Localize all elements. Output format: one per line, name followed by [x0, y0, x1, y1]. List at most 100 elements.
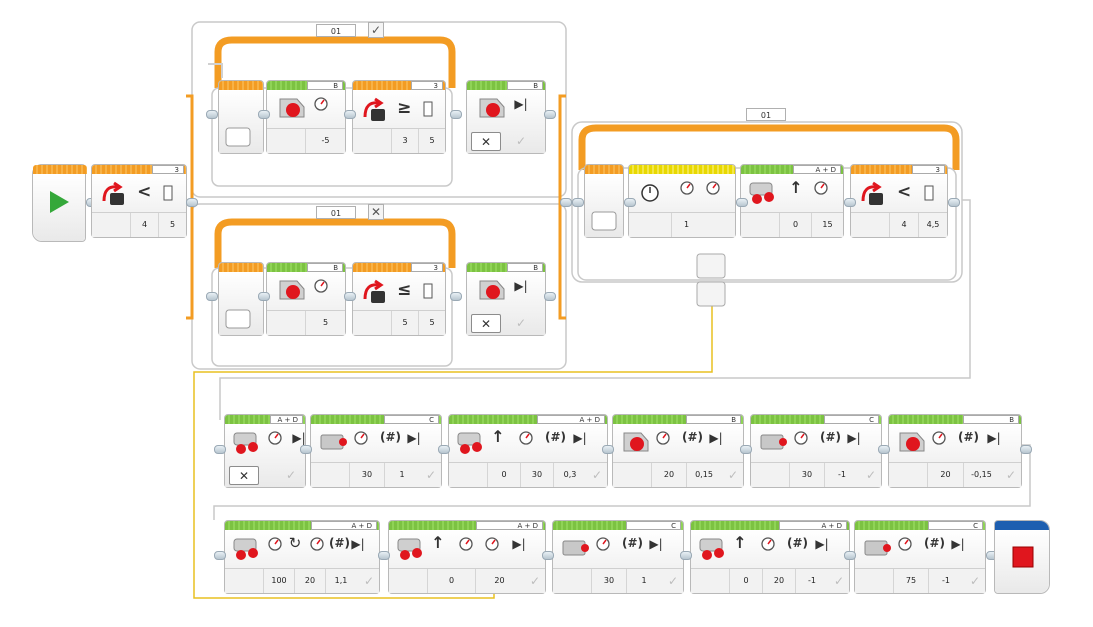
- sequence-connector[interactable]: [844, 198, 856, 207]
- checkmark-icon[interactable]: ✓: [425, 468, 437, 482]
- sequence-connector[interactable]: [736, 198, 748, 207]
- value-field[interactable]: 1: [384, 463, 419, 487]
- large-motor-block[interactable]: B↻-5: [266, 80, 346, 154]
- value-field[interactable]: -5: [305, 129, 345, 153]
- value-field[interactable]: 5: [418, 129, 445, 153]
- case-label[interactable]: 01: [316, 24, 356, 37]
- value-field[interactable]: 5: [305, 311, 345, 335]
- value-field[interactable]: 4: [130, 213, 158, 237]
- sequence-connector[interactable]: [624, 198, 636, 207]
- value-field[interactable]: -1: [824, 463, 859, 487]
- sequence-connector[interactable]: [300, 445, 312, 454]
- medium-motor-block[interactable]: C(#)▶|#301✓: [310, 414, 442, 488]
- sequence-connector[interactable]: [378, 551, 390, 560]
- checkmark-icon[interactable]: ✓: [363, 574, 375, 588]
- value-field[interactable]: 4,5: [918, 213, 947, 237]
- wait-ultrasonic-block[interactable]: 3<Cm44,5: [850, 164, 948, 238]
- medium-motor-block[interactable]: C(#)▶|#30-1✓: [750, 414, 882, 488]
- sequence-connector[interactable]: [544, 110, 556, 119]
- value-field[interactable]: 5: [391, 311, 418, 335]
- port-label[interactable]: B: [686, 415, 741, 424]
- value-field[interactable]: 0: [487, 463, 520, 487]
- start-block[interactable]: [32, 164, 87, 242]
- compare-operator[interactable]: <: [896, 182, 912, 202]
- port-label[interactable]: 3: [152, 165, 184, 174]
- port-label[interactable]: A + D: [311, 521, 377, 530]
- sequence-connector[interactable]: [258, 110, 270, 119]
- wait-ultrasonic-block[interactable]: 3<Cm45: [91, 164, 187, 238]
- sequence-connector[interactable]: [878, 445, 890, 454]
- checkmark-icon[interactable]: ✓: [667, 574, 679, 588]
- medium-motor-block[interactable]: C(#)▶|#75-1✓: [854, 520, 986, 594]
- value-field[interactable]: -0,15: [963, 463, 999, 487]
- value-field[interactable]: 30: [789, 463, 824, 487]
- value-field[interactable]: 30: [349, 463, 384, 487]
- sequence-connector[interactable]: [344, 292, 356, 301]
- port-label[interactable]: 3: [912, 165, 945, 174]
- value-field[interactable]: 20: [475, 569, 523, 593]
- port-label[interactable]: B: [963, 415, 1019, 424]
- value-field[interactable]: 5: [158, 213, 186, 237]
- loop-start-block[interactable]: [584, 164, 624, 238]
- large-motor-stop-block[interactable]: B▶|✕✓: [466, 80, 546, 154]
- value-field[interactable]: 20: [651, 463, 686, 487]
- port-label[interactable]: B: [507, 81, 543, 90]
- sequence-connector[interactable]: [948, 198, 960, 207]
- sequence-connector[interactable]: [542, 551, 554, 560]
- value-field[interactable]: 20: [762, 569, 795, 593]
- checkmark-icon[interactable]: ✓: [285, 468, 297, 482]
- port-label[interactable]: A + D: [779, 521, 847, 530]
- sequence-connector[interactable]: [572, 198, 584, 207]
- sequence-connector[interactable]: [206, 292, 218, 301]
- checkmark-icon[interactable]: ✓: [591, 468, 603, 482]
- wait-ultrasonic-block[interactable]: 3≤Cm55: [352, 262, 446, 336]
- port-label[interactable]: 3: [411, 81, 443, 90]
- checkmark-icon[interactable]: ✓: [727, 468, 739, 482]
- stop-square-icon[interactable]: [1011, 545, 1035, 572]
- large-motor-block[interactable]: B(#)▶|#20-0,15✓: [888, 414, 1022, 488]
- sequence-connector[interactable]: [740, 445, 752, 454]
- sequence-connector[interactable]: [438, 445, 450, 454]
- loop-label[interactable]: 01: [746, 108, 786, 121]
- port-label[interactable]: A + D: [270, 415, 303, 424]
- value-field[interactable]: 5: [418, 311, 445, 335]
- sequence-connector[interactable]: [450, 110, 462, 119]
- value-field[interactable]: -1: [795, 569, 828, 593]
- value-field[interactable]: -1: [928, 569, 963, 593]
- value-field[interactable]: 75: [893, 569, 928, 593]
- large-motor-stop-block[interactable]: B▶|✕✓: [466, 262, 546, 336]
- sequence-connector[interactable]: [602, 445, 614, 454]
- motor-off-mode-icon[interactable]: ✕: [471, 132, 501, 151]
- sequence-connector[interactable]: [844, 551, 856, 560]
- sequence-connector[interactable]: [214, 445, 226, 454]
- sequence-connector[interactable]: [1020, 445, 1032, 454]
- sequence-connector[interactable]: [206, 110, 218, 119]
- value-field[interactable]: 0,15: [686, 463, 721, 487]
- checkmark-icon[interactable]: ✓: [515, 316, 527, 330]
- port-label[interactable]: C: [384, 415, 439, 424]
- port-label[interactable]: A + D: [476, 521, 543, 530]
- value-field[interactable]: 0: [779, 213, 811, 237]
- value-field[interactable]: 30: [520, 463, 553, 487]
- large-motor-block[interactable]: B↻5: [266, 262, 346, 336]
- value-field[interactable]: 100: [263, 569, 294, 593]
- port-label[interactable]: C: [626, 521, 681, 530]
- checkmark-icon[interactable]: ✓: [969, 574, 981, 588]
- value-field[interactable]: 0: [729, 569, 762, 593]
- port-label[interactable]: C: [824, 415, 879, 424]
- port-label[interactable]: C: [928, 521, 983, 530]
- checkmark-icon[interactable]: ✓: [529, 574, 541, 588]
- port-label[interactable]: A + D: [793, 165, 841, 174]
- steer-motor-block[interactable]: A + D↑(#)▶|#020-1✓: [690, 520, 850, 594]
- compare-operator[interactable]: <: [137, 182, 152, 202]
- port-label[interactable]: B: [307, 263, 343, 272]
- value-field[interactable]: 15: [811, 213, 843, 237]
- wait-ultrasonic-block[interactable]: 3≥Cm35: [352, 80, 446, 154]
- value-field[interactable]: 30: [591, 569, 626, 593]
- port-label[interactable]: A + D: [537, 415, 605, 424]
- value-field[interactable]: 0: [427, 569, 475, 593]
- medium-motor-block[interactable]: C(#)▶|#301✓: [552, 520, 684, 594]
- port-label[interactable]: 3: [411, 263, 443, 272]
